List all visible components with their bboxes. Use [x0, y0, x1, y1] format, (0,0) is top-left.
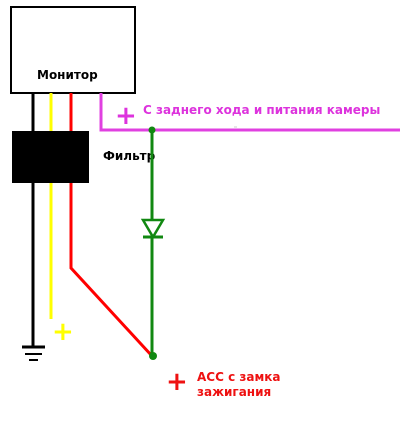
- filter-label: Фильтр: [103, 149, 156, 163]
- monitor-label: Монитор: [37, 68, 98, 82]
- diode-icon: [140, 218, 166, 240]
- filter-block: [12, 131, 89, 183]
- junction-dot-bottom: [149, 352, 157, 360]
- acc-label-line2: зажигания: [197, 385, 271, 399]
- magenta-plus-sign: +: [115, 101, 137, 131]
- magenta-wire: [99, 93, 400, 132]
- reverse-power-label: С заднего хода и питания камеры: [143, 103, 380, 117]
- yellow-plus-sign: +: [52, 317, 74, 347]
- ground-icon: [22, 345, 45, 361]
- monitor-box: [10, 6, 136, 94]
- red-plus-sign: +: [166, 367, 188, 397]
- junction-dot-top: [148, 126, 156, 134]
- acc-label-line1: ACC с замка: [197, 370, 281, 384]
